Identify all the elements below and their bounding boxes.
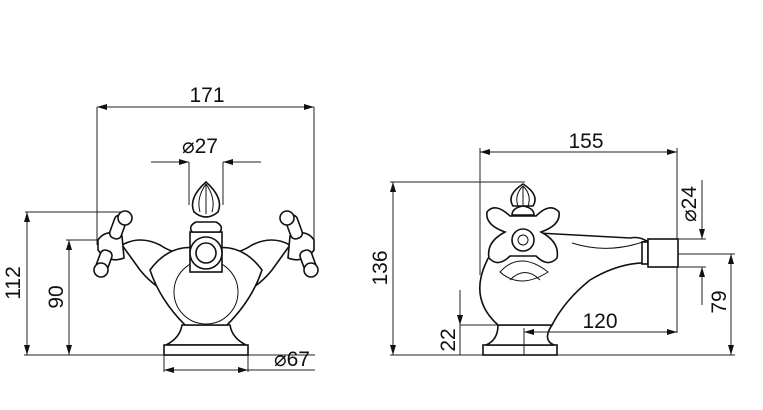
width-label: 171 bbox=[189, 84, 224, 107]
dimension-outlet-height-79: 79 bbox=[678, 253, 735, 355]
dimension-reach-120: 120 bbox=[523, 310, 677, 355]
dimension-outlet-diameter: ⌀24 bbox=[678, 180, 706, 305]
mixer-front-illustration bbox=[93, 180, 319, 356]
depth-label: 155 bbox=[568, 130, 603, 153]
total-height-label: 112 bbox=[2, 266, 25, 299]
left-cross-handle bbox=[93, 210, 133, 278]
handle-height-label: 90 bbox=[45, 285, 68, 308]
dimension-base-diameter: ⌀67 bbox=[163, 348, 315, 373]
dimension-height-136: 136 bbox=[369, 181, 525, 355]
dimension-base-height-22: 22 bbox=[437, 290, 500, 355]
base-height-label: 22 bbox=[437, 328, 460, 351]
right-cross-handle bbox=[279, 210, 319, 278]
front-view: 171 ⌀27 112 90 bbox=[2, 84, 319, 373]
dimension-height-112: 112 bbox=[2, 211, 125, 355]
reach-label: 120 bbox=[582, 310, 617, 333]
side-total-height-label: 136 bbox=[369, 250, 392, 285]
dimension-height-90: 90 bbox=[45, 239, 100, 355]
base-diameter-label: ⌀67 bbox=[274, 348, 310, 371]
bidet-mixer-side-illustration bbox=[478, 183, 679, 356]
dimension-spout-diameter: ⌀27 bbox=[151, 135, 261, 205]
dimension-width-171: 171 bbox=[96, 84, 315, 245]
side-view: 155 136 bbox=[369, 130, 735, 356]
outlet-diameter-label: ⌀24 bbox=[678, 186, 701, 222]
outlet-height-label: 79 bbox=[708, 290, 731, 313]
spout-diameter-label: ⌀27 bbox=[182, 135, 218, 158]
